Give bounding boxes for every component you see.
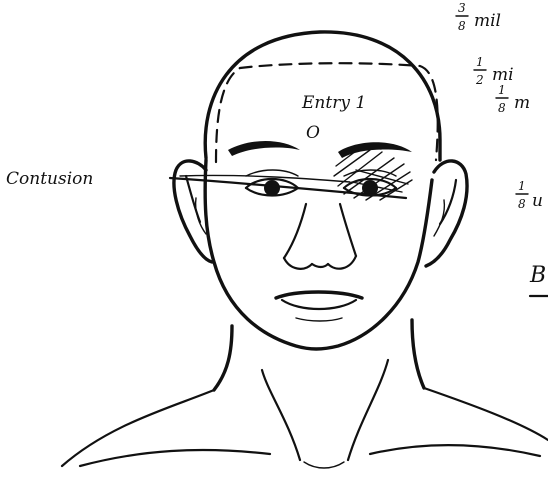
svg-text:1: 1 bbox=[518, 179, 526, 193]
svg-text:m: m bbox=[514, 93, 530, 113]
svg-text:8: 8 bbox=[518, 197, 526, 211]
svg-text:8: 8 bbox=[458, 19, 466, 33]
mouth bbox=[276, 292, 362, 321]
contusion-label: Contusion bbox=[6, 169, 93, 189]
margin-note-4: 1 8 u bbox=[516, 179, 543, 211]
margin-note-2: 1 2 mi bbox=[474, 55, 514, 87]
svg-text:mi: mi bbox=[492, 65, 514, 85]
svg-text:u: u bbox=[532, 191, 543, 211]
svg-text:1: 1 bbox=[498, 83, 506, 97]
svg-text:B: B bbox=[529, 263, 546, 288]
neck-and-shoulders bbox=[62, 320, 548, 468]
svg-text:3: 3 bbox=[458, 1, 466, 15]
nose bbox=[284, 204, 356, 269]
margin-note-1: 3 8 mil bbox=[456, 1, 501, 33]
margin-note-5: B bbox=[529, 263, 548, 296]
left-eye bbox=[246, 170, 298, 196]
entry-label: Entry 1 bbox=[301, 93, 366, 113]
svg-text:1: 1 bbox=[476, 55, 484, 69]
margin-note-3: 1 8 m bbox=[496, 83, 530, 115]
svg-text:mil: mil bbox=[474, 11, 501, 31]
eyebrows bbox=[228, 141, 412, 158]
entry-mark: O bbox=[306, 123, 320, 143]
svg-text:8: 8 bbox=[498, 101, 506, 115]
svg-text:2: 2 bbox=[475, 73, 484, 87]
